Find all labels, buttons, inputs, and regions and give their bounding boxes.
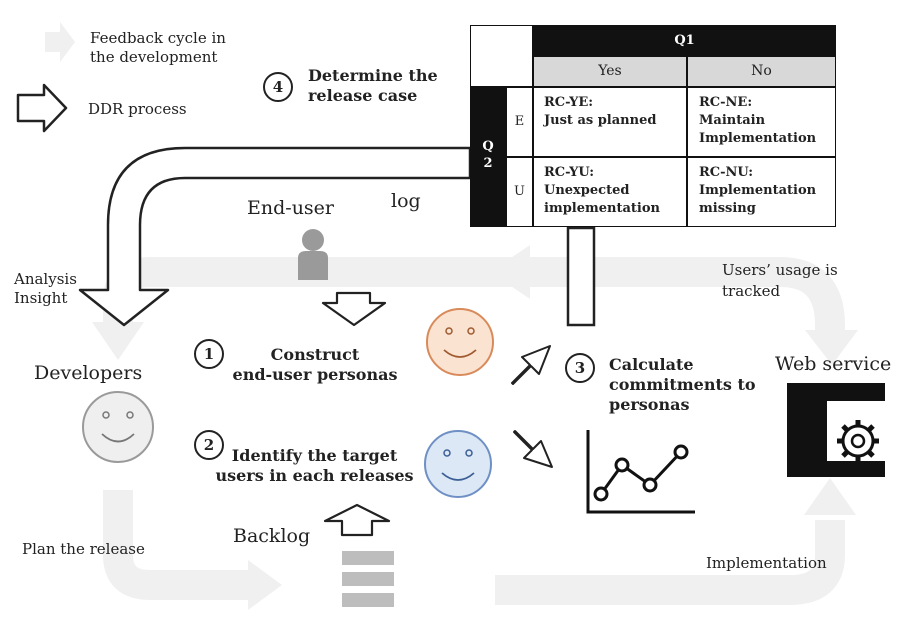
feedback-head-top-left [490, 245, 530, 299]
table-q2-header: Q 2 [470, 87, 506, 227]
ddr-arrow-down-enduser [321, 291, 387, 327]
step3-number: 3 [565, 353, 595, 383]
feedback-path-bottom-left [103, 490, 255, 600]
table-row-u: U [506, 157, 533, 227]
release-case-table: Q1 Yes No Q 2 E U RC-YE: Just as planned… [470, 25, 836, 227]
table-row-e: E [506, 87, 533, 157]
web-service-icon [787, 383, 885, 477]
step2-number: 2 [194, 430, 224, 460]
feedback-arrowheads [92, 245, 858, 610]
usage-tracked-label: Users’ usage is tracked [722, 261, 838, 300]
ddr-arrow-persona-to-calc-1 [511, 345, 551, 385]
table-cell-rc-yu: RC-YU: Unexpected implementation [533, 157, 687, 227]
legend-ddr-label: DDR process [88, 100, 187, 118]
developer-face-icon [82, 391, 154, 463]
step2-label: Identify the target users in each releas… [215, 446, 414, 485]
backlog-icon [342, 551, 394, 607]
ddr-analysis-arrow [78, 146, 472, 327]
log-label: log [391, 190, 421, 212]
feedback-head-left [92, 322, 144, 360]
table-col-yes: Yes [533, 56, 687, 87]
step1-label: Construct end-user personas [232, 345, 398, 384]
commitment-chart-icon [586, 430, 695, 514]
backlog-label: Backlog [233, 525, 311, 547]
table-cell-rc-ne: RC-NE: Maintain Implementation [687, 87, 836, 157]
step4-number: 4 [263, 72, 293, 102]
ddr-log-bar [566, 226, 596, 327]
feedback-path-bottom-right [495, 520, 845, 605]
table-corner [470, 25, 533, 87]
end-user-label: End-user [247, 197, 335, 219]
implementation-label: Implementation [706, 554, 827, 572]
feedback-head-up [804, 478, 856, 515]
legend-ddr-arrow-icon [16, 83, 68, 133]
feedback-head-bottom [248, 560, 282, 610]
feedback-head-right [805, 330, 858, 365]
table-cell-rc-nu: RC-NU: Implementation missing [687, 157, 836, 227]
ddr-arrow-persona-to-calc-2 [513, 430, 553, 468]
web-service-label: Web service [775, 353, 892, 375]
table-cell-rc-ye: RC-YE: Just as planned [533, 87, 687, 157]
analysis-insight-label: Analysis Insight [14, 270, 77, 307]
end-user-icon [298, 229, 328, 280]
persona-blue-icon [424, 430, 492, 498]
ddr-arrow-up-backlog [323, 503, 391, 537]
table-col-no: No [687, 56, 836, 87]
feedback-path-top [525, 257, 845, 340]
step1-number: 1 [194, 339, 224, 369]
plan-release-label: Plan the release [22, 540, 145, 558]
step4-label: Determine the release case [308, 66, 438, 105]
developers-label: Developers [34, 362, 143, 384]
legend-feedback-arrow-icon [45, 22, 75, 62]
table-q1-header: Q1 [533, 25, 836, 56]
legend-feedback-label: Feedback cycle in the development [90, 29, 226, 66]
step3-label: Calculate commitments to personas [609, 355, 756, 414]
persona-orange-icon [426, 308, 494, 376]
